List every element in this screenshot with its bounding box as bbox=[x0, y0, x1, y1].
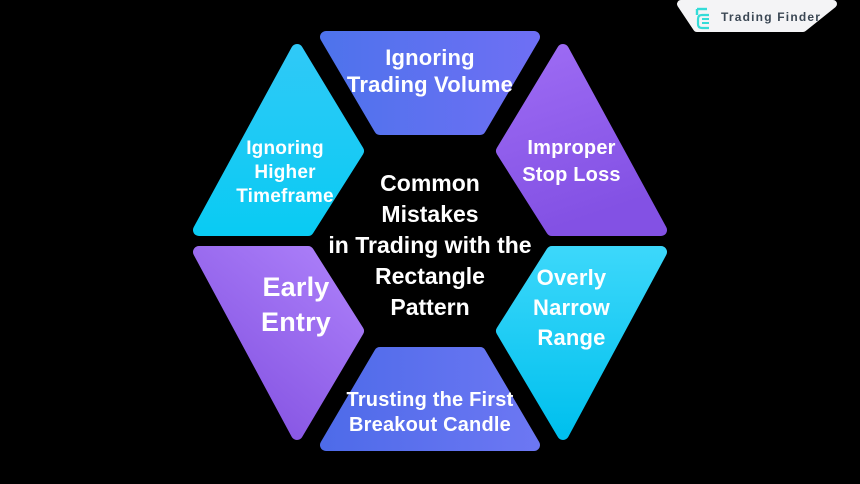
diagram-title: Common Mistakes in Trading with the Rect… bbox=[328, 170, 532, 320]
trading-finder-logo-icon bbox=[695, 7, 709, 30]
petal-ignoring-trading-volume bbox=[320, 31, 540, 135]
item-label-overly-narrow-range: Overly Narrow Range bbox=[533, 265, 610, 350]
petal-trusting-the-first-breakout-candle bbox=[320, 347, 540, 451]
item-label-improper-stop-loss: Improper Stop Loss bbox=[522, 137, 621, 186]
item-label-ignoring-trading-volume: Ignoring Trading Volume bbox=[346, 45, 514, 97]
petal-improper-stop-loss bbox=[496, 44, 667, 236]
item-label-trusting-the-first-breakout-candle: Trusting the First Breakout Candle bbox=[346, 389, 514, 436]
petal-ignoring-higher-timeframe bbox=[193, 44, 364, 236]
item-label-ignoring-higher-timeframe: Ignoring Higher Timeframe bbox=[236, 138, 334, 207]
petal-overly-narrow-range bbox=[496, 246, 667, 440]
petal-early-entry bbox=[193, 246, 364, 440]
logo-text: Trading Finder bbox=[721, 10, 822, 24]
logo-banner bbox=[677, 0, 837, 32]
item-label-early-entry: Early Entry bbox=[260, 272, 332, 337]
